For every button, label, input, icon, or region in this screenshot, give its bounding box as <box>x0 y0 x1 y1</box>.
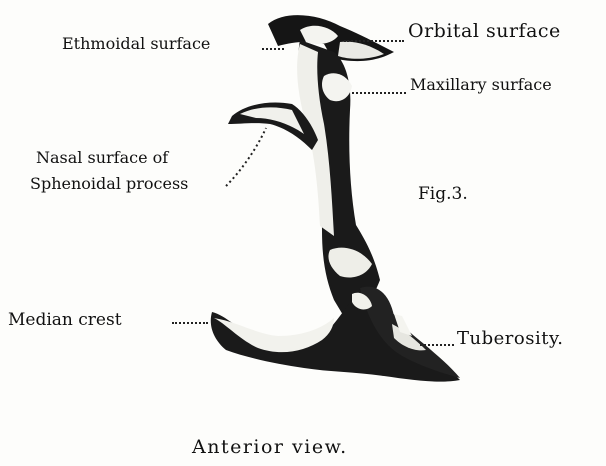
figure-number: Fig.3. <box>418 186 468 203</box>
figure-caption: Anterior view. <box>192 438 348 457</box>
leader-tuberosity <box>420 344 454 346</box>
leader-median <box>172 322 208 324</box>
label-tuberosity: Tuberosity. <box>457 330 563 348</box>
label-median-crest: Median crest <box>8 312 122 329</box>
